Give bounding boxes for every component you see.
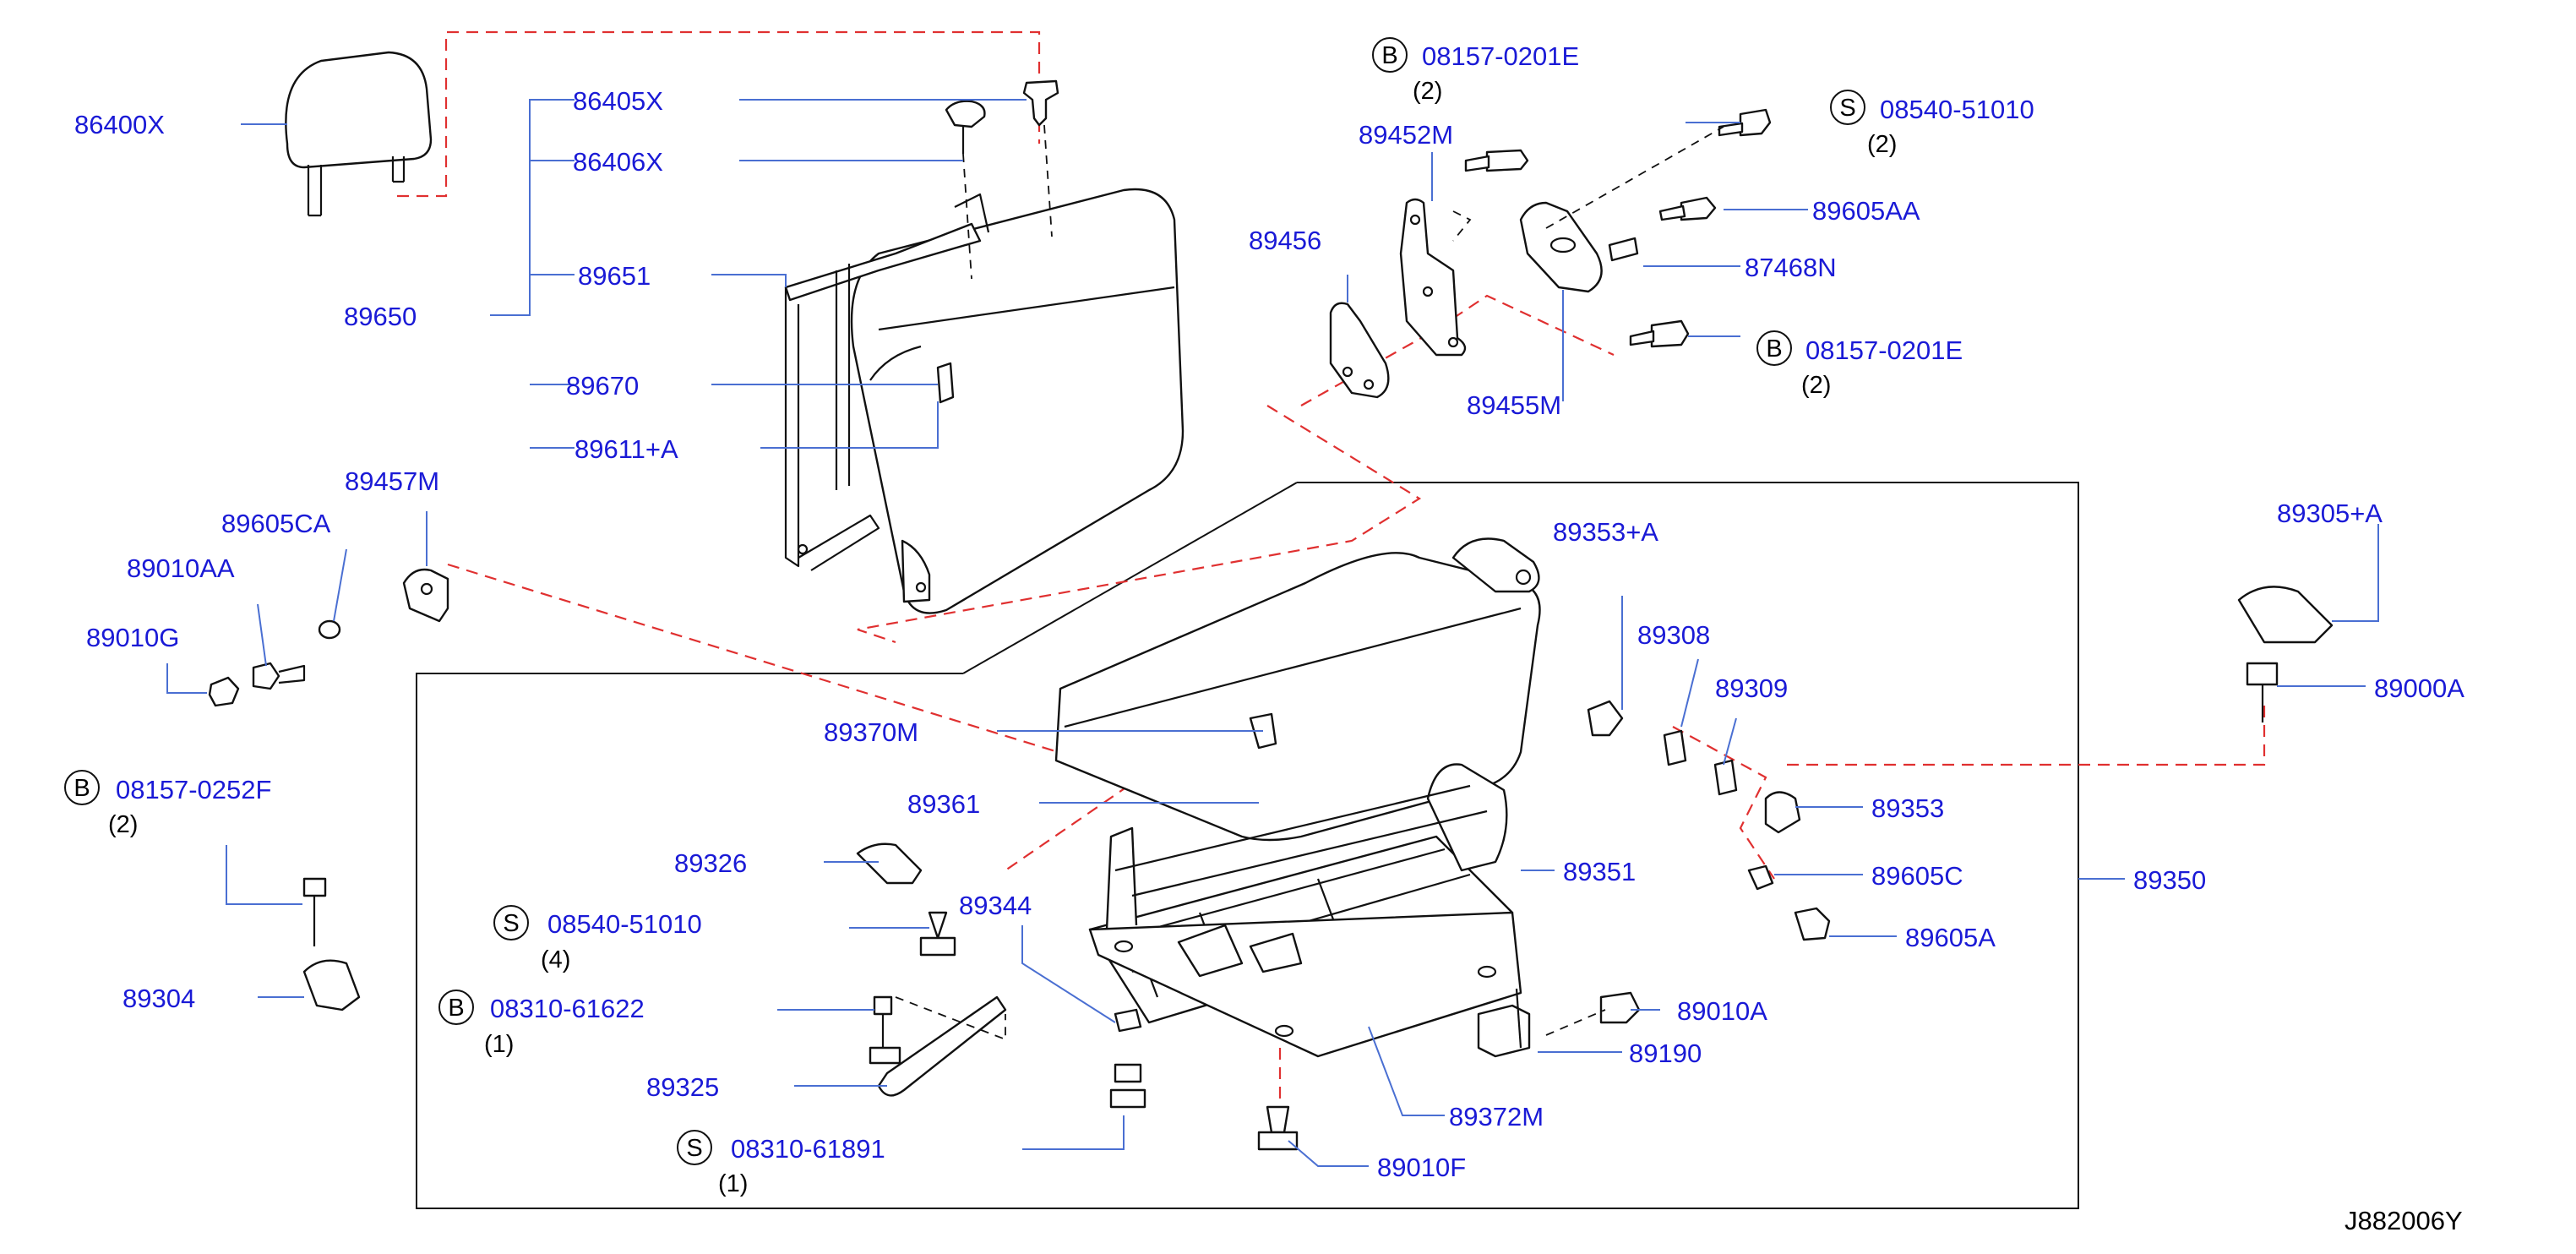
qty-08540-51010-low: (4) — [541, 946, 570, 973]
svg-text:B: B — [1381, 42, 1397, 69]
headrest-86400X — [285, 51, 433, 217]
hinge-brackets — [1329, 108, 1772, 399]
part-label-89457M[interactable]: 89457M — [345, 466, 439, 496]
part-label-08540-51010-low[interactable]: 08540-51010 — [547, 909, 702, 939]
part-label-86405X[interactable]: 86405X — [573, 86, 663, 116]
part-label-89353[interactable]: 89353 — [1871, 793, 1944, 823]
part-label-08157-0201E-top[interactable]: 08157-0201E — [1422, 41, 1579, 71]
svg-text:S: S — [686, 1135, 702, 1162]
qty-08540-51010-top: (2) — [1867, 131, 1897, 158]
part-label-89361[interactable]: 89361 — [907, 789, 980, 819]
seat-back-assembly — [784, 188, 1185, 614]
part-label-89372M[interactable]: 89372M — [1449, 1102, 1544, 1131]
part-label-89651[interactable]: 89651 — [578, 261, 651, 291]
part-label-89010G[interactable]: 89010G — [86, 623, 179, 652]
part-label-89190[interactable]: 89190 — [1629, 1039, 1702, 1068]
lower-center-parts — [856, 842, 1299, 1151]
part-label-89350[interactable]: 89350 — [2133, 865, 2206, 895]
part-label-89344[interactable]: 89344 — [959, 891, 1032, 920]
qty-08310-61891: (1) — [718, 1170, 748, 1197]
part-label-08310-61891[interactable]: 08310-61891 — [731, 1134, 885, 1164]
part-label-89456[interactable]: 89456 — [1249, 226, 1321, 255]
prefix-circle-08157-0201E-top: B — [1372, 37, 1408, 73]
svg-text:S: S — [1839, 95, 1855, 122]
svg-text:B: B — [448, 995, 464, 1022]
part-label-89010AA[interactable]: 89010AA — [127, 553, 235, 583]
part-label-89455M[interactable]: 89455M — [1467, 390, 1561, 420]
svg-text:B: B — [1766, 335, 1782, 363]
part-label-89611A[interactable]: 89611+A — [575, 434, 678, 464]
prefix-circle-08540-51010-top: S — [1830, 90, 1865, 125]
part-label-89305A[interactable]: 89305+A — [2277, 499, 2383, 528]
quantity-labels: (2) (2) (2) (2) (4) (1) (1) — [108, 78, 1897, 1197]
part-label-89308[interactable]: 89308 — [1637, 620, 1710, 650]
prefix-circle-08540-51010-low: S — [493, 905, 529, 940]
diagram-reference-code: J882006Y — [2345, 1206, 2463, 1235]
qty-08157-0252F: (2) — [108, 811, 138, 838]
part-label-89325[interactable]: 89325 — [646, 1072, 719, 1102]
part-label-89353A[interactable]: 89353+A — [1553, 517, 1658, 547]
part-label-89605C[interactable]: 89605C — [1871, 861, 1963, 891]
part-label-89326[interactable]: 89326 — [674, 848, 747, 878]
back-clips — [945, 79, 1059, 280]
qty-08310-61622: (1) — [484, 1031, 514, 1058]
seat-cushion — [1054, 537, 1541, 842]
alignment-dashes — [397, 30, 2266, 1099]
part-label-89605CA[interactable]: 89605CA — [221, 509, 331, 538]
leader-lines — [166, 99, 2379, 1167]
part-label-89650[interactable]: 89650 — [344, 302, 417, 331]
qty-08157-0201E-top: (2) — [1413, 78, 1442, 105]
part-number-labels: 86400X 86405X 86406X 89650 89651 89670 8… — [74, 41, 2464, 1182]
part-label-89452M[interactable]: 89452M — [1359, 120, 1453, 150]
part-label-86400X[interactable]: 86400X — [74, 110, 165, 139]
part-label-08157-0201E-mid[interactable]: 08157-0201E — [1805, 335, 1963, 365]
seat-pan-frame — [1088, 763, 1522, 1058]
part-label-86406X[interactable]: 86406X — [573, 147, 663, 177]
part-label-89010A[interactable]: 89010A — [1677, 996, 1767, 1026]
part-label-89309[interactable]: 89309 — [1715, 673, 1788, 703]
prefix-circle-08310-61891: S — [677, 1130, 712, 1165]
lower-right-parts — [1477, 586, 2334, 1058]
prefix-circles: B S B B S B S — [64, 37, 1865, 1165]
svg-text:S: S — [503, 910, 519, 937]
part-label-89010F[interactable]: 89010F — [1377, 1153, 1466, 1182]
part-label-89605A[interactable]: 89605A — [1905, 923, 1996, 952]
assembly-frames — [416, 482, 2079, 1209]
part-label-89000A[interactable]: 89000A — [2374, 673, 2464, 703]
part-label-89605AA[interactable]: 89605AA — [1812, 196, 1920, 226]
qty-08157-0201E-mid: (2) — [1801, 372, 1831, 399]
part-label-89670[interactable]: 89670 — [566, 371, 639, 401]
part-label-08157-0252F[interactable]: 08157-0252F — [116, 775, 271, 804]
prefix-circle-08157-0201E-mid: B — [1756, 330, 1792, 366]
prefix-circle-08310-61622: B — [438, 990, 474, 1025]
part-label-89370M[interactable]: 89370M — [824, 717, 918, 747]
part-label-08540-51010-top[interactable]: 08540-51010 — [1880, 95, 2034, 124]
part-label-87468N[interactable]: 87468N — [1745, 253, 1837, 282]
prefix-circle-08157-0252F: B — [64, 770, 100, 805]
part-label-89351[interactable]: 89351 — [1563, 857, 1636, 886]
left-fasteners — [208, 568, 449, 1011]
svg-text:B: B — [74, 775, 90, 802]
part-label-89304[interactable]: 89304 — [123, 984, 195, 1013]
part-label-08310-61622[interactable]: 08310-61622 — [490, 994, 645, 1023]
